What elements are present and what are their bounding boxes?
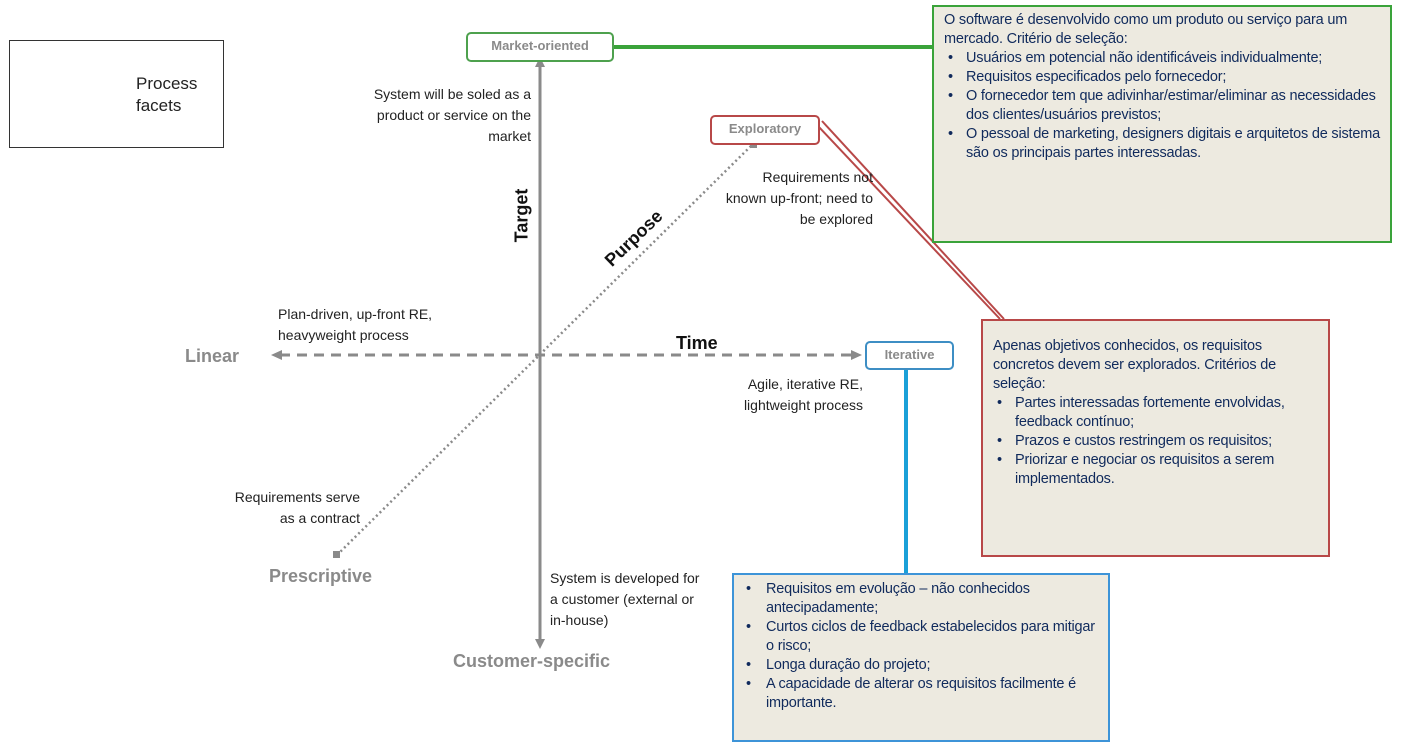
list-item: A capacidade de alterar os requisitos fa… xyxy=(742,675,1100,713)
exploratory-description: Requirements not known up-front; need to… xyxy=(725,169,873,227)
prescriptive-description: Requirements serve as a contract xyxy=(234,489,360,526)
legend-box xyxy=(9,40,224,148)
iterative-box-list: Requisitos em evolução – não conhecidos … xyxy=(742,580,1100,713)
iterative-tag: Iterative xyxy=(865,341,954,370)
list-item: Curtos ciclos de feedback estabelecidos … xyxy=(742,618,1100,656)
market-oriented-info-box: O software é desenvolvido como um produt… xyxy=(932,5,1392,243)
prescriptive-pole-label: Prescriptive xyxy=(269,566,373,586)
exploratory-tag: Exploratory xyxy=(710,115,820,145)
list-item: Requisitos em evolução – não conhecidos … xyxy=(742,580,1100,618)
exploratory-box-list: Partes interessadas fortemente envolvida… xyxy=(993,394,1320,489)
list-item: O fornecedor tem que adivinhar/estimar/e… xyxy=(944,87,1382,125)
list-item: Partes interessadas fortemente envolvida… xyxy=(993,394,1320,432)
list-item: Requisitos especificados pelo fornecedor… xyxy=(944,68,1382,87)
legend-label: Process facets xyxy=(136,74,198,115)
target-axis-title: Target xyxy=(511,188,532,243)
list-item: Longa duração do projeto; xyxy=(742,656,1100,675)
market-oriented-tag: Market-oriented xyxy=(466,32,614,62)
list-item: Priorizar e negociar os requisitos a ser… xyxy=(993,451,1320,489)
linear-pole-label: Linear xyxy=(185,346,240,366)
time-axis-line xyxy=(271,350,862,360)
iterative-info-box: Requisitos em evolução – não conhecidos … xyxy=(732,573,1110,742)
list-item: Prazos e custos restringem os requisitos… xyxy=(993,432,1320,451)
exploratory-box-intro: Apenas objetivos conhecidos, os requisit… xyxy=(993,338,1276,392)
exploratory-connector xyxy=(817,120,1005,320)
market-box-intro: O software é desenvolvido como um produt… xyxy=(944,12,1348,47)
customer-specific-pole-label: Customer-specific xyxy=(453,651,611,671)
exploratory-info-box: Apenas objetivos conhecidos, os requisit… xyxy=(981,319,1330,557)
market-box-list: Usuários em potencial não identificáveis… xyxy=(944,49,1382,163)
market-description: System will be soled as a product or ser… xyxy=(373,86,531,144)
list-item: Usuários em potencial não identificáveis… xyxy=(944,49,1382,68)
iterative-description: Agile, iterative RE, lightweight process xyxy=(743,376,863,413)
linear-description: Plan-driven, up-front RE, heavyweight pr… xyxy=(278,306,433,343)
customer-description: System is developed for a customer (exte… xyxy=(550,570,700,628)
list-item: O pessoal de marketing, designers digita… xyxy=(944,125,1382,163)
time-axis-title: Time xyxy=(676,333,718,353)
